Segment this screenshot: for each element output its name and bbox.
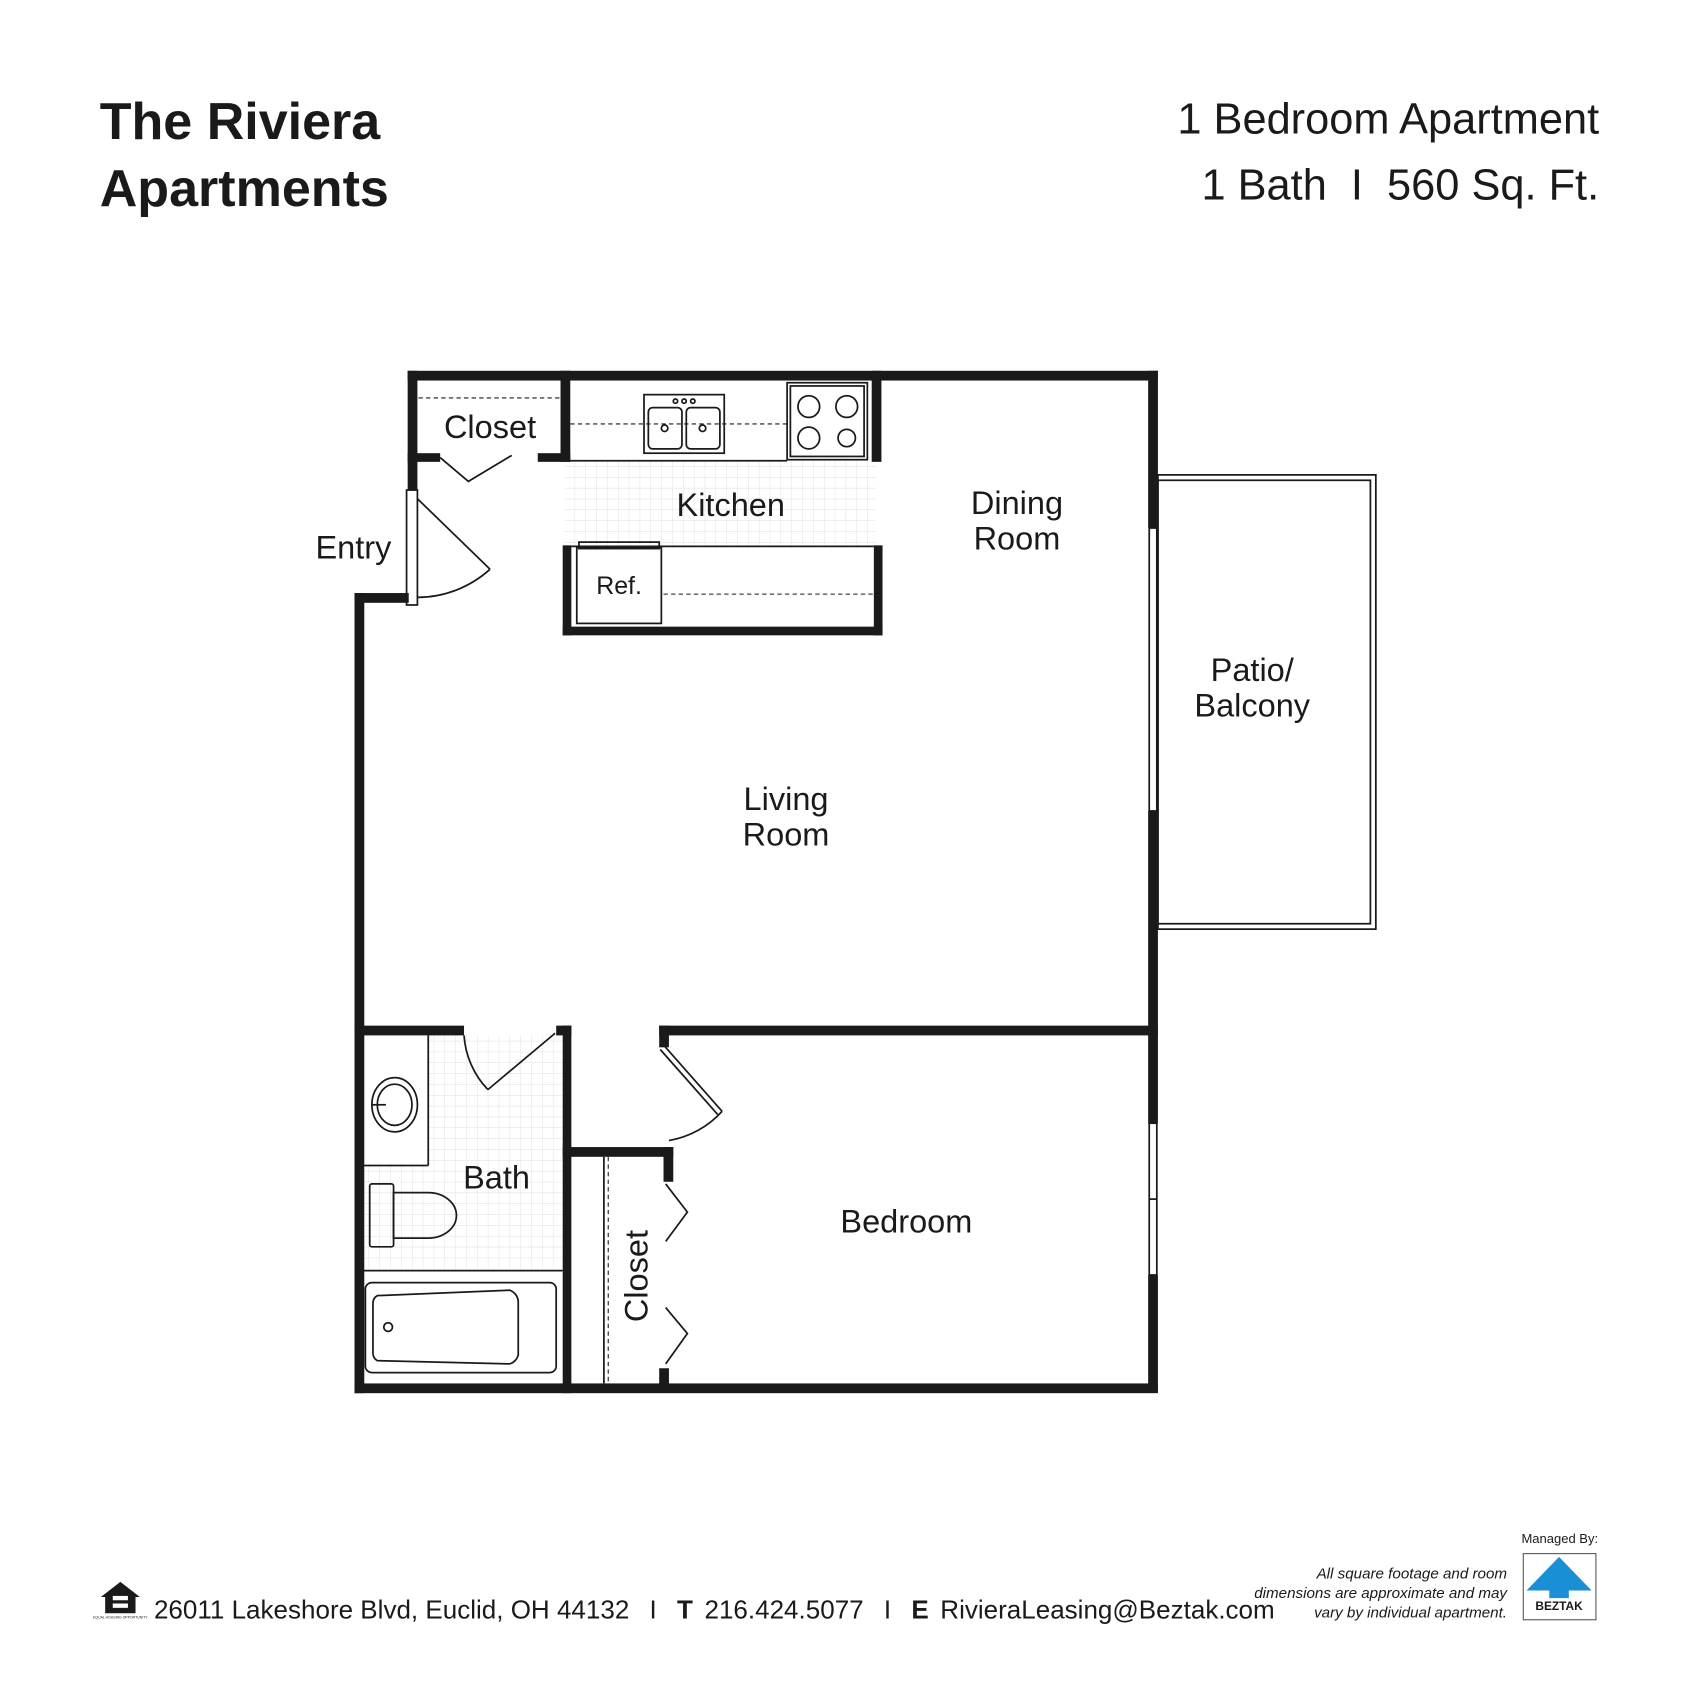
label-patio-1: Patio/ <box>1211 652 1295 688</box>
bath-tile-floor <box>428 1035 563 1269</box>
svg-text:EQUAL HOUSING OPPORTUNITY: EQUAL HOUSING OPPORTUNITY <box>93 1616 148 1620</box>
equal-housing-icon: EQUAL HOUSING OPPORTUNITY <box>93 1581 148 1620</box>
bedroom-window <box>1148 1122 1158 1276</box>
beztak-logo: BEZTAK <box>1522 1553 1597 1621</box>
label-dining-2: Room <box>974 521 1061 557</box>
label-kitchen: Kitchen <box>677 487 785 523</box>
phone-prefix: T <box>677 1595 693 1625</box>
label-entry: Entry <box>315 529 392 565</box>
entry-closet <box>418 397 561 483</box>
label-bath: Bath <box>463 1159 530 1195</box>
label-bedroom: Bedroom <box>840 1204 972 1240</box>
patio-balcony <box>1157 474 1377 931</box>
property-name-line2: Apartments <box>100 160 389 218</box>
unit-details: 1 Bath I 560 Sq. Ft. <box>1201 161 1599 209</box>
stove <box>786 381 869 461</box>
label-ref: Ref. <box>596 572 642 600</box>
disclaimer-line3: vary by individual apartment. <box>1314 1605 1507 1622</box>
label-dining-1: Dining <box>971 485 1063 521</box>
property-name-line1: The Riviera <box>100 93 382 151</box>
bath-tile-floor-2 <box>363 1165 429 1269</box>
unit-type: 1 Bedroom Apartment <box>1177 95 1599 143</box>
kitchen-counter-lower <box>571 545 874 595</box>
disclaimer-line1: All square footage and room <box>1316 1566 1507 1583</box>
kitchen-counter-upper <box>570 423 788 462</box>
label-patio-2: Balcony <box>1194 688 1310 724</box>
email-prefix: E <box>911 1595 928 1625</box>
entry-door <box>405 489 491 606</box>
label-living-1: Living <box>744 781 829 817</box>
label-closet-entry: Closet <box>444 409 536 445</box>
bedroom-door <box>659 1045 723 1142</box>
kitchen-tile-floor <box>564 460 877 546</box>
email[interactable]: RivieraLeasing@Beztak.com <box>940 1595 1274 1625</box>
bath-door <box>463 1032 556 1091</box>
separator: I <box>884 1595 891 1625</box>
refrigerator <box>575 541 663 625</box>
managed-by-label: Managed By: <box>1521 1531 1598 1546</box>
bathtub <box>363 1269 563 1374</box>
footer-address: 26011 Lakeshore Blvd, Euclid, OH 44132 I… <box>154 1595 1275 1625</box>
phone[interactable]: 216.424.5077 <box>704 1595 863 1625</box>
label-living-2: Room <box>743 817 830 853</box>
separator: I <box>650 1595 657 1625</box>
disclaimer-line2: dimensions are approximate and may <box>1254 1585 1508 1602</box>
bath-vanity-sink <box>363 1035 430 1167</box>
label-closet-bedroom: Closet <box>618 1230 654 1322</box>
toilet <box>368 1183 458 1248</box>
svg-text:BEZTAK: BEZTAK <box>1535 1599 1583 1613</box>
patio-sliding-door <box>1148 527 1158 812</box>
sink <box>643 393 726 455</box>
address: 26011 Lakeshore Blvd, Euclid, OH 44132 <box>154 1595 629 1625</box>
bedroom-closet <box>603 1156 689 1384</box>
walls <box>354 370 1158 1394</box>
